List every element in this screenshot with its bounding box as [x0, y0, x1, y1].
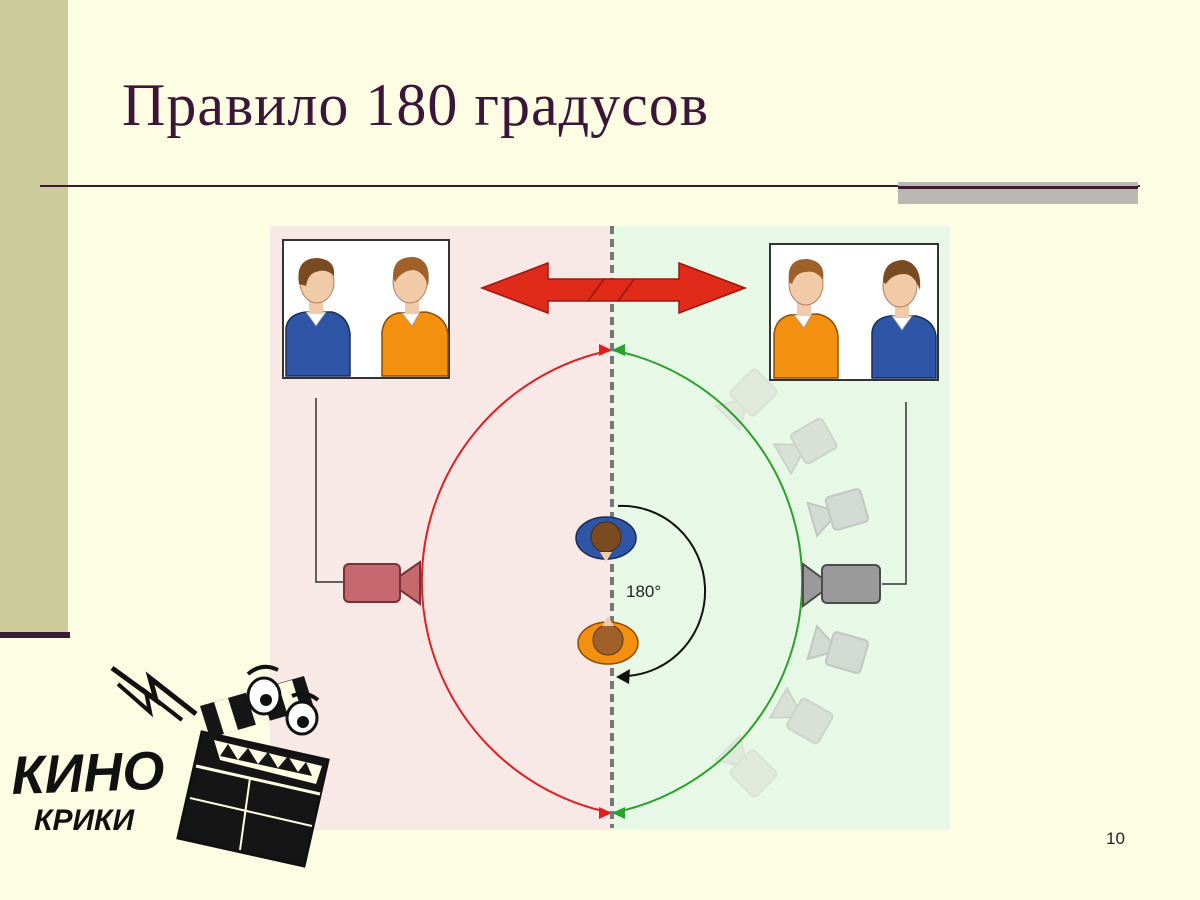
swap-arrow: [479, 261, 748, 315]
left-shot-frame: [282, 239, 450, 379]
side-accent-bar-foot: [0, 632, 70, 638]
clapperboard-icon: [176, 664, 330, 868]
left-camera: [343, 560, 421, 606]
person-top-blue: [575, 516, 637, 562]
red-arrowhead-top: [599, 344, 612, 356]
slide-title: Правило 180 градусов: [122, 72, 710, 138]
man-blue-left: [285, 258, 351, 377]
right-connector: [882, 402, 907, 585]
lightning-icon: [110, 665, 198, 722]
right-camera: [802, 562, 881, 608]
green-arrowhead-bottom: [612, 807, 625, 819]
angle-arc: [617, 504, 707, 677]
man-orange-left: [381, 256, 449, 377]
kino-kriki-logo: КИНО КРИКИ: [10, 664, 330, 868]
man-orange-right: [773, 258, 839, 379]
logo-text-kino: КИНО: [10, 741, 165, 806]
man-blue-right: [871, 260, 937, 379]
left-connector: [315, 398, 344, 583]
green-arrowhead-top: [612, 344, 625, 356]
right-shot-frame: [769, 243, 939, 381]
person-top-orange: [577, 616, 639, 665]
rule-180-diagram: 180°: [270, 226, 950, 830]
title-rule-accent: [898, 182, 1138, 204]
page-number: 10: [1106, 829, 1125, 848]
red-arrowhead-bottom: [599, 807, 612, 819]
title-rule: [40, 185, 1140, 187]
angle-arrowhead: [616, 669, 630, 684]
red-arc: [420, 349, 613, 814]
side-accent-bar: [0, 0, 68, 632]
logo-text-kriki: КРИКИ: [34, 804, 135, 837]
angle-label: 180°: [626, 582, 661, 601]
